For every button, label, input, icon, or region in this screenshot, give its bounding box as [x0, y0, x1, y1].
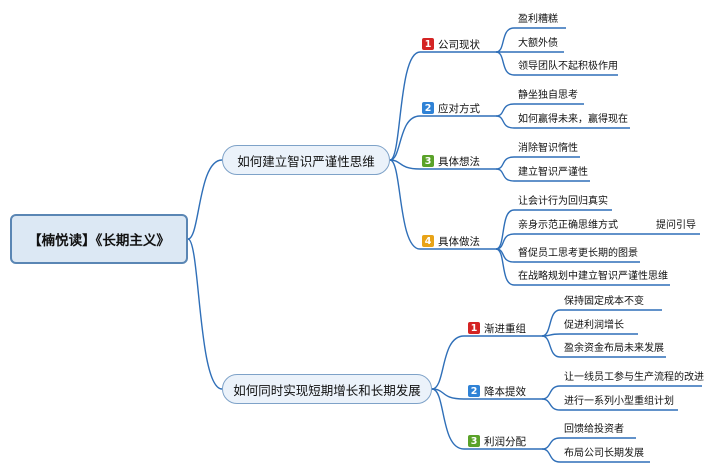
branch-company-status[interactable]: 1 公司现状	[422, 36, 480, 52]
priority-2-icon: 2	[422, 102, 434, 114]
leaf-node[interactable]: 回馈给投资者	[564, 424, 624, 435]
leaf-sub-node[interactable]: 提问引导	[656, 220, 696, 231]
leaf-node[interactable]: 让一线员工参与生产流程的改进	[564, 372, 704, 383]
branch-label: 降本提效	[484, 385, 526, 398]
leaf-node[interactable]: 进行一系列小型重组计划	[564, 396, 674, 407]
topic-intellectual-rigor[interactable]: 如何建立智识严谨性思维	[222, 145, 390, 175]
topic-short-and-long-term[interactable]: 如何同时实现短期增长和长期发展	[222, 374, 432, 404]
leaf-node[interactable]: 盈利糟糕	[518, 14, 558, 25]
leaf-node[interactable]: 在战略规划中建立智识严谨性思维	[518, 271, 668, 282]
branch-label: 公司现状	[438, 38, 480, 51]
leaf-node[interactable]: 盈余资金布局未来发展	[564, 343, 664, 354]
priority-3-icon: 3	[422, 155, 434, 167]
priority-3-icon: 3	[468, 435, 480, 447]
leaf-node[interactable]: 保持固定成本不变	[564, 296, 644, 307]
leaf-node[interactable]: 建立智识严谨性	[518, 167, 588, 178]
priority-4-icon: 4	[422, 235, 434, 247]
branch-ideas[interactable]: 3 具体想法	[422, 153, 480, 169]
leaf-node[interactable]: 让会计行为回归真实	[518, 196, 608, 207]
priority-1-icon: 1	[422, 38, 434, 50]
leaf-node[interactable]: 消除智识惰性	[518, 143, 578, 154]
branch-practices[interactable]: 4 具体做法	[422, 233, 480, 249]
leaf-node[interactable]: 静坐独自思考	[518, 90, 578, 101]
priority-2-icon: 2	[468, 385, 480, 397]
leaf-node[interactable]: 布局公司长期发展	[564, 448, 644, 459]
branch-label: 应对方式	[438, 102, 480, 115]
branch-label: 利润分配	[484, 435, 526, 448]
branch-gradual-restructure[interactable]: 1 渐进重组	[468, 320, 526, 336]
leaf-node[interactable]: 如何赢得未来，赢得现在	[518, 114, 628, 125]
leaf-node[interactable]: 亲身示范正确思维方式	[518, 220, 618, 231]
root-topic[interactable]: 【楠悦读】《长期主义》	[10, 214, 188, 264]
leaf-node[interactable]: 促进利润增长	[564, 320, 624, 331]
branch-label: 渐进重组	[484, 322, 526, 335]
leaf-node[interactable]: 大额外债	[518, 38, 558, 49]
branch-label: 具体做法	[438, 235, 480, 248]
leaf-node[interactable]: 督促员工思考更长期的图景	[518, 248, 638, 259]
priority-1-icon: 1	[468, 322, 480, 334]
branch-cost-efficiency[interactable]: 2 降本提效	[468, 383, 526, 399]
branch-profit-distribution[interactable]: 3 利润分配	[468, 433, 526, 449]
leaf-node[interactable]: 领导团队不起积极作用	[518, 61, 618, 72]
branch-response[interactable]: 2 应对方式	[422, 100, 480, 116]
branch-label: 具体想法	[438, 155, 480, 168]
